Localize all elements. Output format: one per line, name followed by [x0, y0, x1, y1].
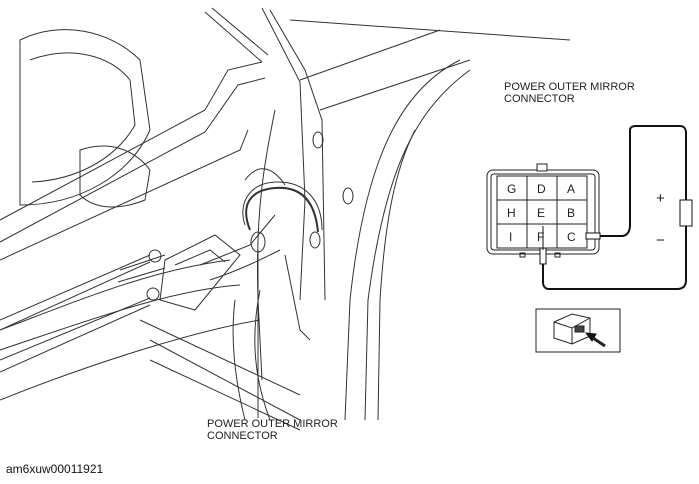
pin-i: I — [509, 230, 512, 244]
bottom-label-line2: CONNECTOR — [207, 430, 278, 442]
probe-c — [585, 232, 601, 240]
battery-positive-sign: + — [656, 190, 665, 207]
pin-e: E — [537, 206, 545, 220]
pin-c: C — [567, 230, 576, 244]
battery-negative-sign: − — [656, 232, 665, 249]
pin-f: F — [537, 230, 544, 244]
lead-negative — [542, 226, 687, 290]
top-connector-label: POWER OUTER MIRROR CONNECTOR — [504, 81, 635, 105]
pin-b: B — [567, 206, 575, 220]
figure-caption: am6xuw00011921 — [6, 462, 104, 476]
pin-grid — [496, 175, 588, 249]
bottom-connector-label: POWER OUTER MIRROR CONNECTOR — [207, 418, 338, 442]
pin-a: A — [567, 182, 575, 196]
wire-harness — [245, 186, 319, 233]
bottom-label-line1: POWER OUTER MIRROR — [207, 418, 338, 430]
pin-d: D — [537, 182, 546, 196]
pin-h: H — [507, 206, 516, 220]
top-label-line1: POWER OUTER MIRROR — [504, 81, 635, 93]
regulator-block — [159, 234, 241, 311]
mirror-housing — [19, 29, 151, 206]
pin-g: G — [507, 182, 516, 196]
lead-positive — [598, 125, 687, 237]
top-label-line2: CONNECTOR — [504, 93, 575, 105]
